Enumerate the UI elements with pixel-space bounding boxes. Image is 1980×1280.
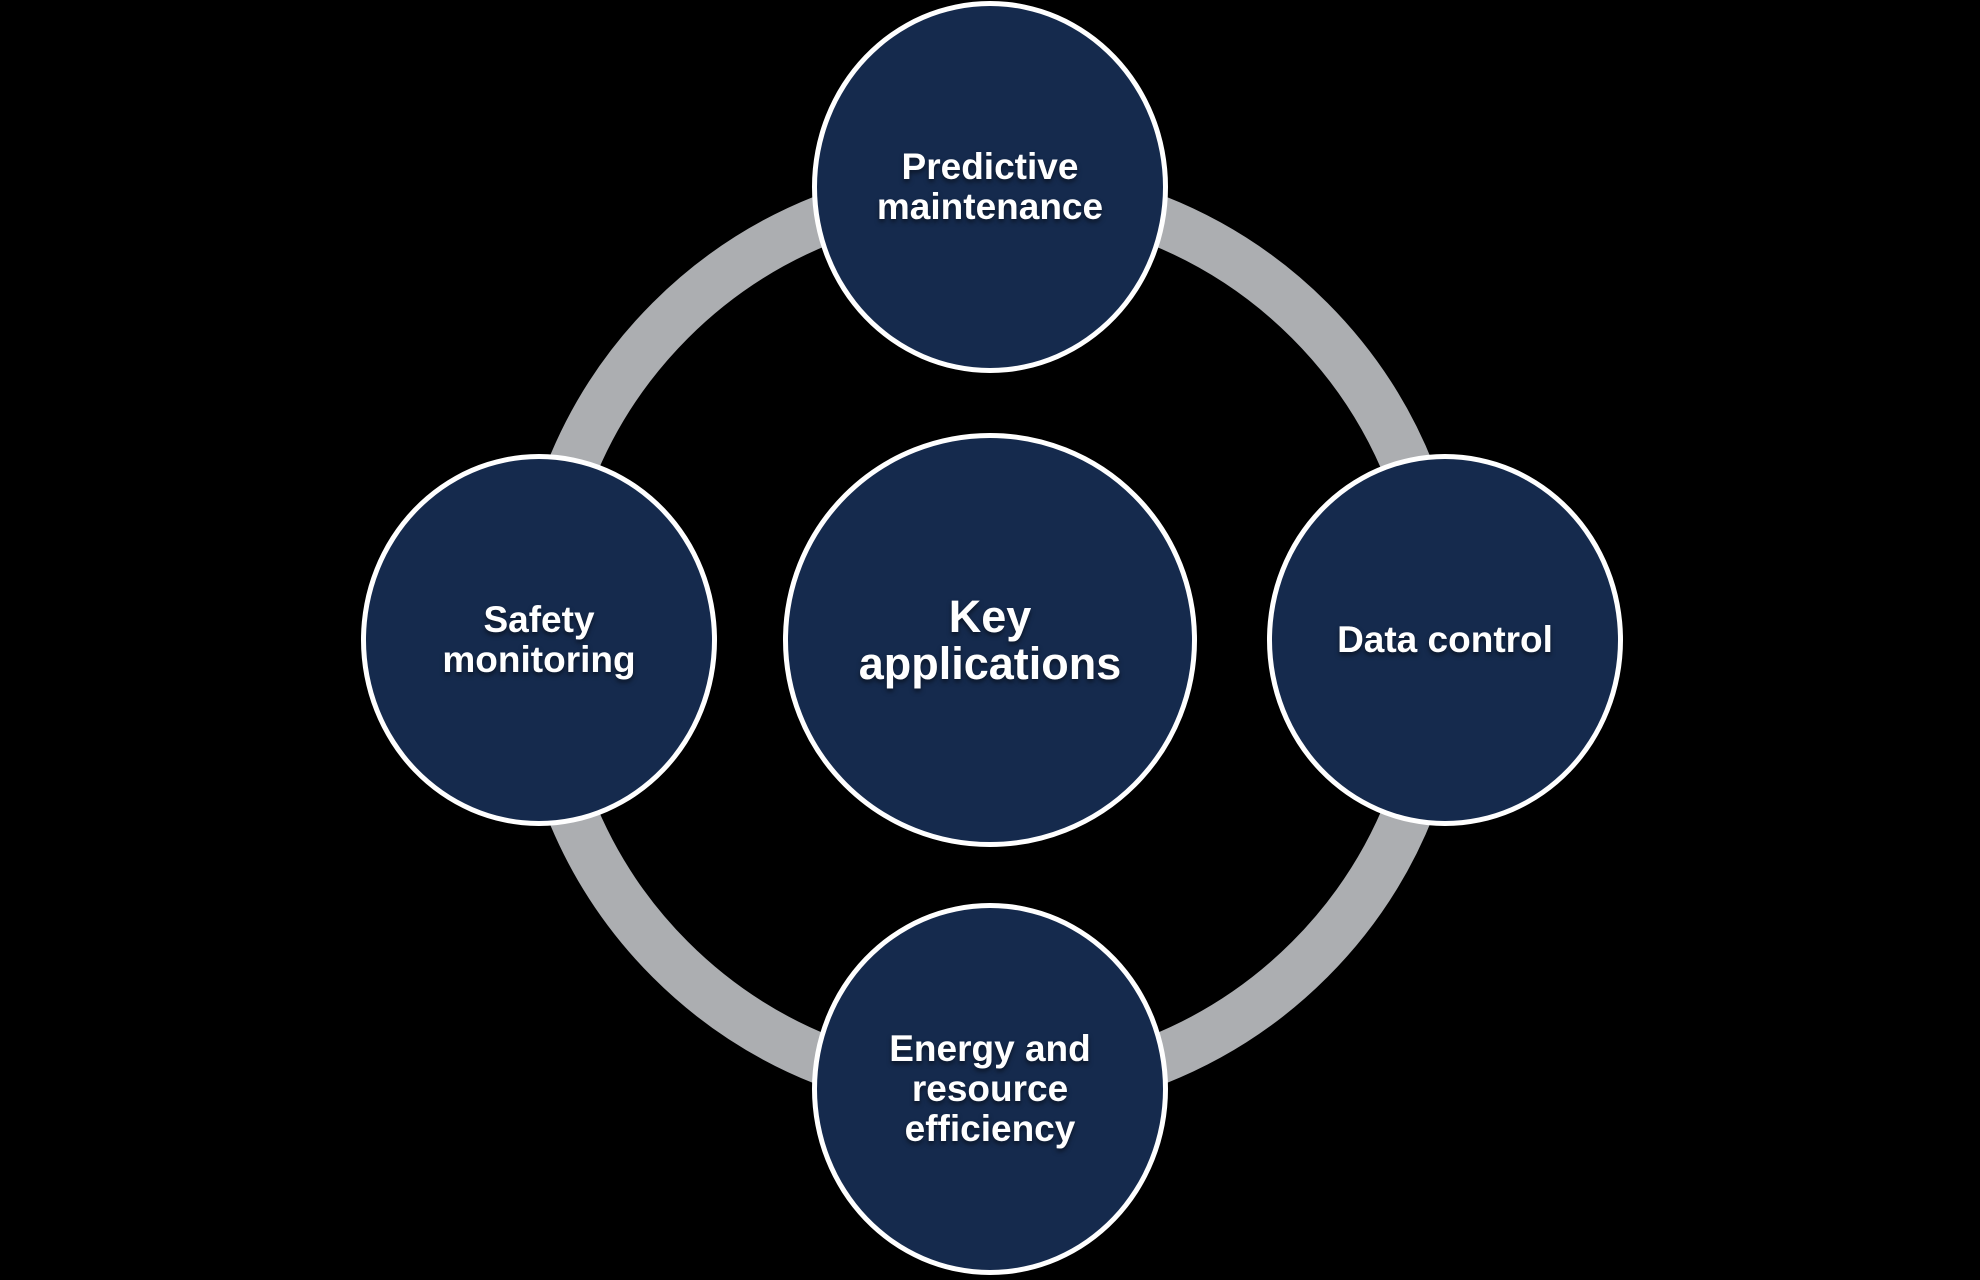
- node-data-control: Data control: [1267, 454, 1623, 826]
- node-label: Safety monitoring: [442, 599, 636, 680]
- node-label: Data control: [1337, 619, 1553, 661]
- node-label: Predictive maintenance: [876, 146, 1104, 227]
- node-predictive-maintenance: Predictive maintenance: [812, 1, 1168, 373]
- node-energy-and-resource-efficiency: Energy and resource efficiency: [812, 903, 1168, 1275]
- node-label: Energy and resource efficiency: [889, 1028, 1091, 1149]
- center-node-label: Key applications: [858, 590, 1122, 689]
- node-safety-monitoring: Safety monitoring: [361, 454, 717, 826]
- node-key-applications: Key applications: [783, 433, 1197, 847]
